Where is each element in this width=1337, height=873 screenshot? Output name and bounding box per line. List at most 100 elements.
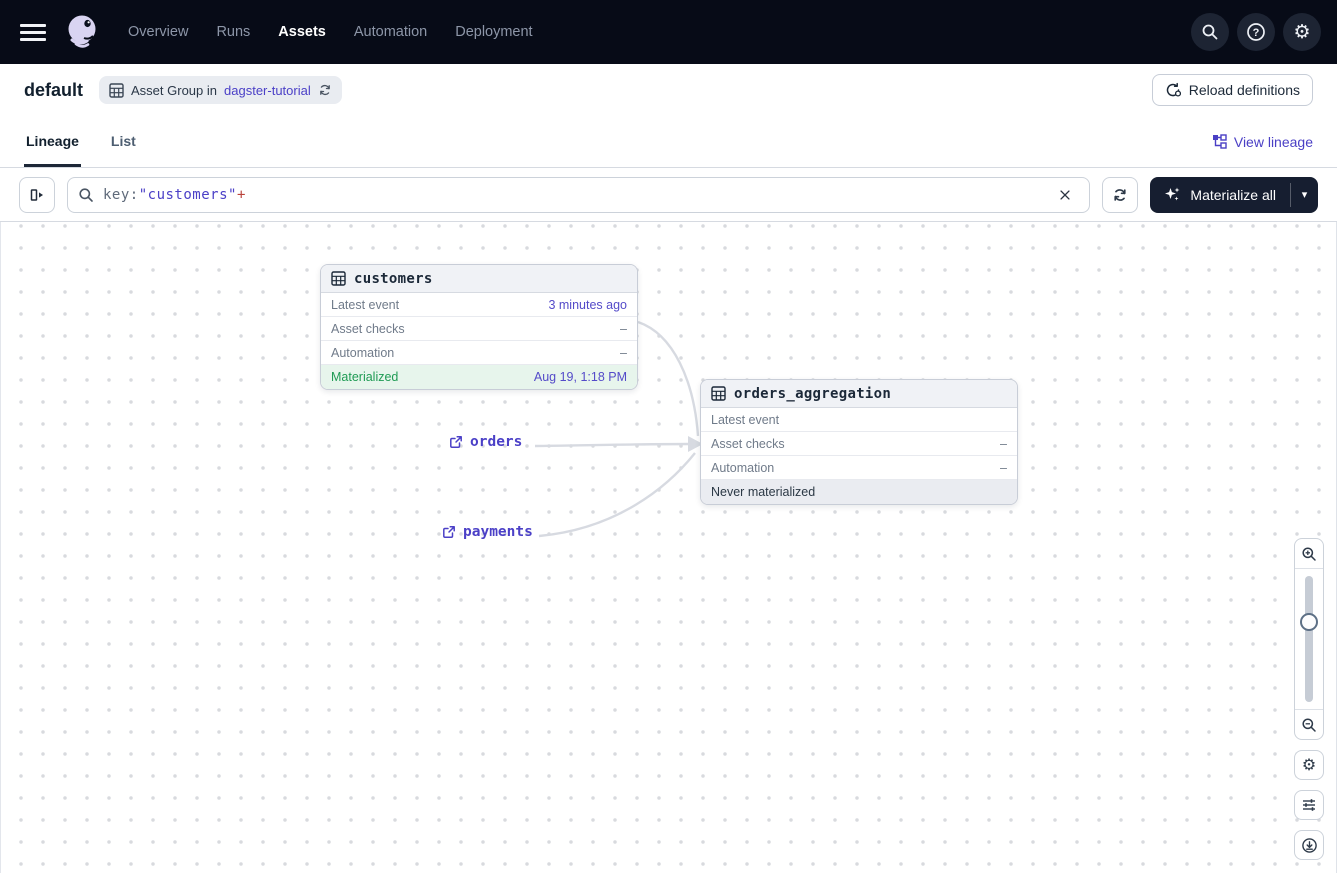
top-navbar: Overview Runs Assets Automation Deployme… [0,0,1337,64]
zoom-control-group [1294,538,1324,740]
external-link-icon [450,436,462,448]
external-asset-label: payments [463,524,533,540]
node-row-never-materialized: Never materialized [701,480,1017,504]
badge-prefix: Asset Group in [131,82,218,98]
search-icon [1202,24,1218,40]
reload-icon [1166,82,1181,97]
tab-lineage[interactable]: Lineage [24,133,81,167]
lineage-toolbar: key:"customers"+ Materialize all ▾ [0,168,1337,222]
recenter-icon [1301,837,1317,853]
row-label: Automation [331,345,395,360]
node-row-asset-checks: Asset checks – [701,432,1017,456]
reload-definitions-button[interactable]: Reload definitions [1151,74,1313,106]
asset-name: orders_aggregation [734,385,892,402]
search-query-text: key:"customers"+ [103,187,246,203]
graph-filters-button[interactable] [1294,790,1324,820]
reload-definitions-label: Reload definitions [1188,82,1300,98]
row-value: – [1000,436,1007,451]
clear-search-button[interactable] [1051,181,1079,209]
materialize-all-button[interactable]: Materialize all [1150,177,1290,213]
zoom-slider[interactable] [1295,569,1323,709]
asset-name: customers [354,270,433,287]
external-asset-payments[interactable]: payments [442,524,533,540]
status-label: Materialized [331,370,399,384]
zoom-slider-handle[interactable] [1300,613,1318,631]
refresh-icon [1114,188,1127,201]
table-icon [331,271,346,286]
search-button[interactable] [1191,13,1229,51]
row-label: Latest event [711,412,780,427]
nav-item-automation[interactable]: Automation [353,24,428,40]
node-row-asset-checks: Asset checks – [321,317,637,341]
table-icon [109,82,124,98]
node-row-automation: Automation – [701,456,1017,480]
lineage-edges [534,320,703,538]
status-label: Never materialized [711,485,816,499]
page-header: default Asset Group in dagster-tutorial … [0,64,1337,116]
panel-expand-icon [30,188,43,201]
sync-status-icon[interactable] [318,83,332,97]
latest-event-link[interactable]: 3 minutes ago [548,297,627,312]
page-title: default [24,79,84,100]
node-row-automation: Automation – [321,341,637,365]
materialization-link[interactable]: Aug 19, 1:18 PM [533,370,627,384]
node-row-materialized-status: Materialized Aug 19, 1:18 PM [321,365,637,389]
external-asset-label: orders [470,434,523,450]
settings-button[interactable]: ⚙ [1283,13,1321,51]
row-value: – [1000,460,1007,475]
refresh-graph-button[interactable] [1102,176,1139,213]
zoom-out-icon [1302,717,1316,732]
lineage-icon [1212,134,1227,149]
sparkle-icon [1165,187,1180,201]
query-value: "customers" [138,186,237,203]
code-location-link[interactable]: dagster-tutorial [224,82,311,98]
lineage-graph-canvas[interactable]: customers Latest event 3 minutes ago Ass… [0,222,1337,873]
nav-item-runs[interactable]: Runs [216,24,251,40]
view-lineage-link[interactable]: View lineage [1212,134,1313,150]
row-value: – [620,345,627,360]
help-button[interactable]: ? [1237,13,1275,51]
zoom-out-button[interactable] [1295,709,1323,739]
svg-text:?: ? [1253,27,1260,39]
graph-settings-button[interactable]: ⚙ [1294,750,1324,780]
asset-node-header[interactable]: customers [321,265,637,293]
button-divider [1290,182,1291,207]
external-asset-orders[interactable]: orders [449,434,522,450]
materialize-all-group: Materialize all ▾ [1150,176,1318,213]
chevron-down-icon: ▾ [1301,189,1308,201]
row-label: Asset checks [331,321,405,336]
nav-item-overview[interactable]: Overview [128,24,189,40]
search-icon [79,187,93,202]
recenter-graph-button[interactable] [1294,830,1324,860]
tab-list[interactable]: List [110,133,136,149]
materialize-all-label: Materialize all [1190,186,1276,203]
asset-node-orders-aggregation[interactable]: orders_aggregation Latest event Asset ch… [700,379,1018,505]
asset-search-input[interactable]: key:"customers"+ [67,176,1091,213]
node-row-latest-event: Latest event [701,408,1017,432]
close-icon [1060,189,1071,200]
materialize-options-caret[interactable]: ▾ [1291,177,1318,213]
row-label: Asset checks [711,436,785,451]
tabs-bar: Lineage List View lineage [0,116,1337,168]
row-label: Latest event [331,297,400,312]
asset-node-header[interactable]: orders_aggregation [701,380,1017,408]
filters-icon [1303,799,1315,811]
asset-node-customers[interactable]: customers Latest event 3 minutes ago Ass… [320,264,638,390]
gear-icon: ⚙ [1301,755,1317,774]
zoom-in-icon [1302,546,1316,561]
expand-sidebar-button[interactable] [19,176,55,213]
hamburger-menu-icon[interactable] [20,19,46,45]
nav-item-assets[interactable]: Assets [278,24,326,40]
dagster-logo-icon[interactable] [64,13,102,51]
zoom-slider-track[interactable] [1305,576,1313,702]
asset-group-badge: Asset Group in dagster-tutorial [99,76,342,104]
table-icon [711,386,726,401]
row-value: – [620,321,627,336]
gear-icon: ⚙ [1293,20,1311,43]
nav-item-deployment[interactable]: Deployment [455,24,533,40]
primary-nav: Overview Runs Assets Automation Deployme… [128,24,533,40]
zoom-in-button[interactable] [1295,539,1323,569]
node-row-latest-event: Latest event 3 minutes ago [321,293,637,317]
view-lineage-label: View lineage [1233,133,1313,150]
query-key: key: [103,186,139,203]
